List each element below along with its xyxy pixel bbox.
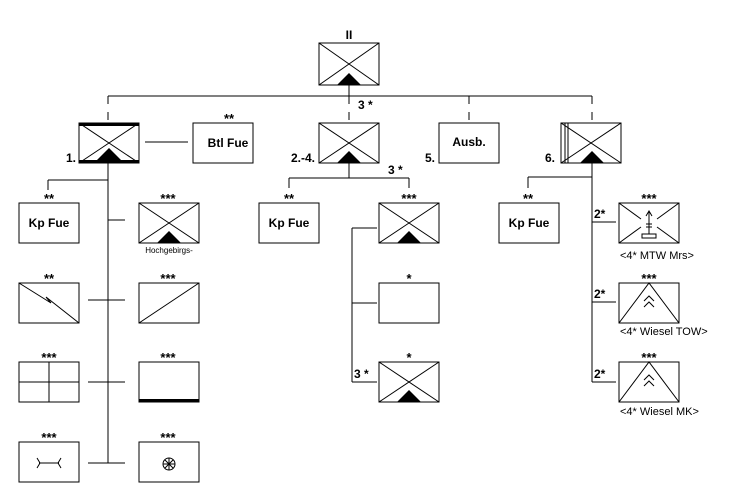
company-6-symbol — [560, 122, 622, 164]
ausb-number: 5. — [425, 151, 435, 165]
tow-platoon-echelon: *** — [641, 271, 657, 286]
wheel-platoon-symbol: *** — [138, 430, 200, 483]
engineer-platoon-echelon: *** — [41, 430, 57, 445]
company-1-symbol — [78, 122, 140, 164]
plain-group-symbol: * — [378, 271, 440, 324]
cp6-kp-fue-echelon: ** — [523, 191, 534, 206]
cp1-kp-fue-box: ** Kp Fue — [18, 191, 80, 244]
mortar-platoon-symbol: *** <4* MTW Mrs> — [618, 191, 694, 262]
cp24-kp-fue-label: Kp Fue — [269, 216, 310, 230]
mortar-platoon-echelon: *** — [641, 191, 657, 206]
engineer-platoon-symbol: *** — [18, 430, 80, 483]
cp6-kp-fue-label: Kp Fue — [509, 216, 550, 230]
btl-fue-echelon: ** — [224, 111, 235, 126]
wheel-icon — [162, 457, 176, 471]
mortar-platoon-caption: <4* MTW Mrs> — [620, 250, 694, 262]
infantry-group-symbol: * — [378, 350, 440, 403]
ausb-label: Ausb. — [452, 135, 485, 149]
mk-platoon-caption: <4* Wiesel MK> — [620, 406, 699, 418]
signal-section-echelon: ** — [44, 271, 55, 286]
company-1-number: 1. — [66, 151, 76, 165]
tow-platoon-caption: <4* Wiesel TOW> — [620, 326, 708, 338]
wheel-platoon-echelon: *** — [160, 430, 176, 445]
cp24-platoon-symbol: *** — [378, 191, 440, 244]
company-6-number: 6. — [545, 151, 555, 165]
battalion-echelon: II — [346, 28, 353, 42]
connector-lines — [47, 85, 616, 464]
btl-fue-label: Btl Fue — [208, 136, 249, 150]
battalion-symbol: II — [318, 28, 380, 86]
main-count-label: 3 * — [358, 98, 373, 112]
tow-platoon-symbol: *** <4* Wiesel TOW> — [618, 271, 708, 338]
cp24-kp-fue-echelon: ** — [284, 191, 295, 206]
infantry-group-echelon: * — [406, 350, 412, 365]
ausb-box: Ausb. — [438, 122, 500, 164]
cp6-count-label-3: 2* — [594, 367, 606, 381]
cp6-kp-fue-box: ** Kp Fue — [498, 191, 560, 244]
cp24-bottom-count-label: 3 * — [354, 367, 369, 381]
quad-platoon-echelon: *** — [41, 350, 57, 365]
cp1-kp-fue-echelon: ** — [44, 191, 55, 206]
signal-section-symbol: ** — [18, 271, 80, 324]
company-2-4-number: 2.-4. — [291, 151, 315, 165]
mortar-icon — [641, 210, 657, 239]
recon-platoon-symbol: *** — [138, 271, 200, 324]
cp24-kp-fue-box: ** Kp Fue — [258, 191, 320, 244]
company-2-4-symbol — [318, 122, 380, 164]
cp24-count-label: 3 * — [388, 163, 403, 177]
btl-fue-box: ** Btl Fue — [192, 111, 254, 164]
plain-group-echelon: * — [406, 271, 412, 286]
quad-platoon-symbol: *** — [18, 350, 80, 403]
mk-platoon-echelon: *** — [641, 350, 657, 365]
cp6-count-label-1: 2* — [594, 207, 606, 221]
recon-platoon-echelon: *** — [160, 271, 176, 286]
cp6-count-label-2: 2* — [594, 287, 606, 301]
mountain-platoon-caption: Hochgebirgs- — [145, 246, 193, 255]
armored-platoon-echelon: *** — [160, 350, 176, 365]
cp24-platoon-echelon: *** — [401, 191, 417, 206]
mountain-platoon-symbol: *** Hochgebirgs- — [138, 191, 200, 255]
mk-platoon-symbol: *** <4* Wiesel MK> — [618, 350, 699, 418]
armored-platoon-symbol: *** — [138, 350, 200, 403]
mountain-platoon-echelon: *** — [160, 191, 176, 206]
cp1-kp-fue-label: Kp Fue — [29, 216, 70, 230]
